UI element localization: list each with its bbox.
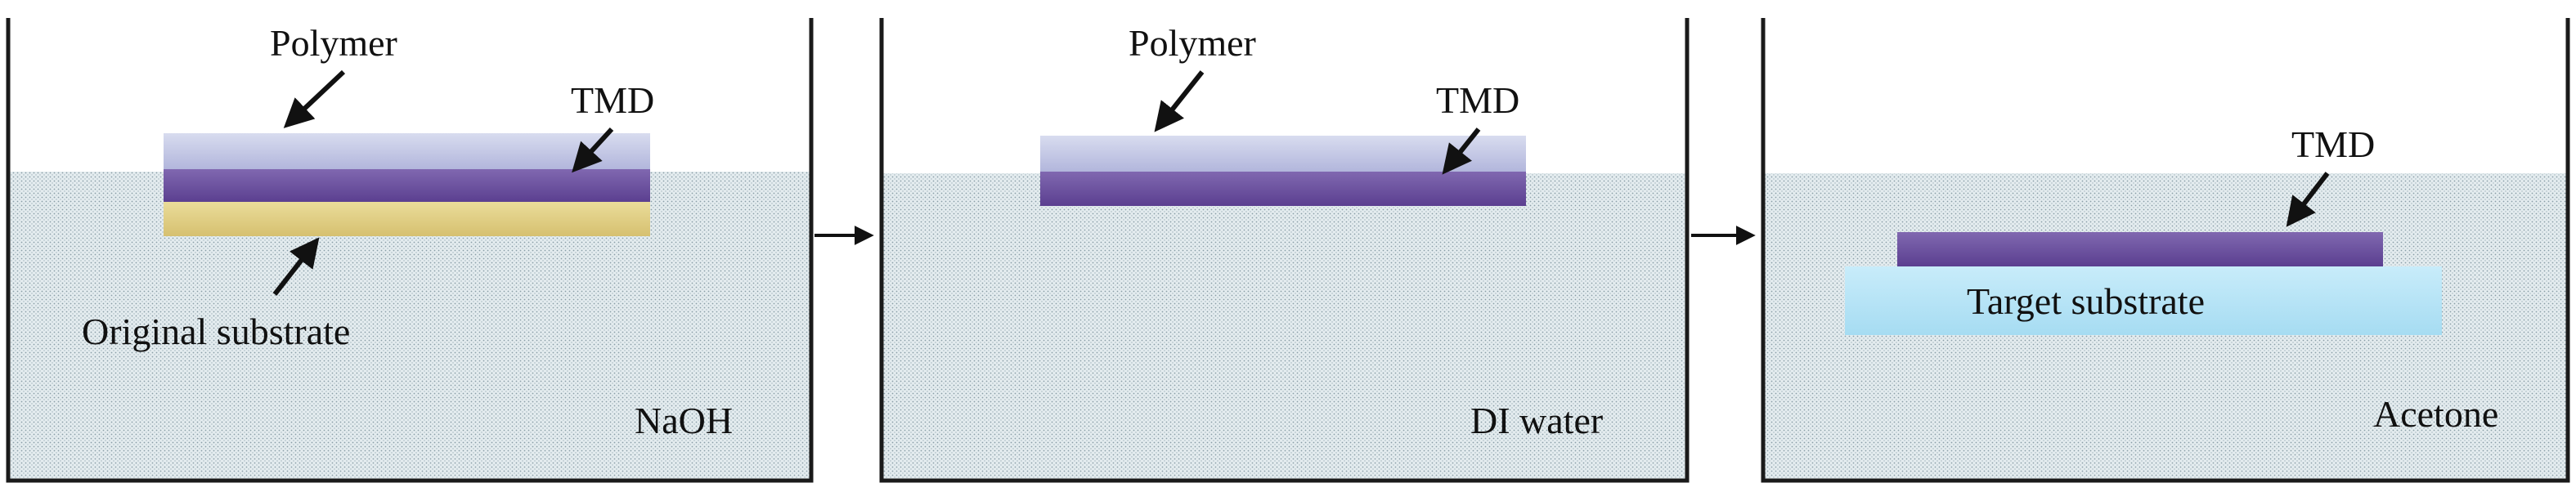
tmd-layer [1897, 232, 2383, 266]
panel-di-water: Polymer TMD DI water [879, 18, 1690, 483]
di-water-solution [882, 173, 1687, 481]
target-substrate-label: Target substrate [1967, 280, 2205, 322]
tmd-label: TMD [571, 79, 654, 121]
tmd-layer [164, 169, 650, 202]
polymer-arrow-icon [283, 69, 346, 128]
tmd-label: TMD [2291, 123, 2375, 165]
acetone-label: Acetone [2373, 393, 2498, 435]
polymer-label: Polymer [270, 22, 397, 64]
panel-acetone: TMD Target substrate Acetone [1761, 18, 2570, 483]
polymer-arrow-icon [1154, 70, 1205, 132]
naoh-label: NaOH [635, 400, 733, 441]
target-substrate-layer [1845, 266, 2442, 335]
panel-naoh: Polymer TMD Original substrate NaOH [6, 18, 814, 483]
di-water-label: DI water [1470, 400, 1603, 441]
tmd-layer [1040, 172, 1526, 206]
polymer-label: Polymer [1129, 22, 1256, 64]
substrate-arrow-icon [272, 237, 320, 296]
beaker-outline [6, 18, 814, 483]
beaker-outline [879, 18, 1690, 483]
tmd-arrow-icon [1442, 127, 1481, 175]
polymer-layer [1040, 136, 1526, 172]
tmd-arrow-icon [2286, 172, 2330, 227]
tmd-label: TMD [1436, 79, 1519, 121]
beaker-outline [1761, 18, 2570, 483]
tmd-arrow-icon [572, 127, 614, 173]
original-substrate-layer [164, 202, 650, 236]
original-substrate-label: Original substrate [82, 311, 350, 352]
polymer-layer [164, 133, 650, 169]
